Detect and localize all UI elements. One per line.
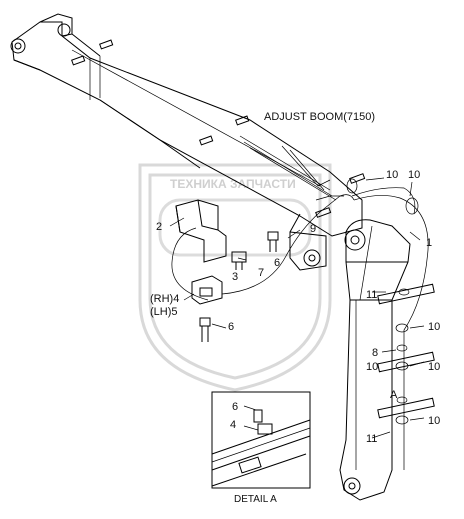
detail-caption: DETAIL A bbox=[234, 494, 277, 505]
boom-foot bbox=[289, 213, 327, 271]
callout-10-top-right: 10 bbox=[408, 169, 420, 181]
boom bbox=[10, 13, 363, 237]
bolt-6-lower bbox=[199, 317, 211, 342]
callout-8: 8 bbox=[372, 347, 378, 359]
joint-brackets bbox=[315, 173, 366, 218]
callout-11-upper: 11 bbox=[366, 289, 377, 301]
callout-10-mid1: 10 bbox=[428, 321, 440, 333]
callout-6-upper: 6 bbox=[274, 257, 280, 269]
bolt-6-upper bbox=[267, 231, 279, 252]
detail-callout-6: 6 bbox=[232, 401, 238, 413]
callout-10-top-left: 10 bbox=[386, 169, 398, 181]
callout-7: 7 bbox=[258, 267, 264, 279]
callout-3: 3 bbox=[232, 271, 238, 283]
callout-10-mid3: 10 bbox=[428, 361, 440, 373]
bracket-2 bbox=[175, 199, 227, 263]
callout-9: 9 bbox=[310, 223, 316, 235]
harness-1 bbox=[171, 178, 429, 470]
clamp-4-5 bbox=[191, 275, 223, 305]
callout-11-lower: 11 bbox=[366, 433, 377, 445]
detail-ref-a: A bbox=[390, 389, 398, 401]
detail-a-box bbox=[211, 391, 311, 489]
title-label: ADJUST BOOM(7150) bbox=[264, 111, 375, 123]
callout-2: 2 bbox=[156, 221, 162, 233]
watermark-text: ТЕХНИКА ЗАПЧАСТИ bbox=[170, 177, 296, 191]
detail-callout-4: 4 bbox=[230, 419, 236, 431]
callout-4-rh: (RH)4 bbox=[150, 293, 179, 305]
callout-10-mid2: 10 bbox=[366, 361, 378, 373]
watermark-shield: ТЕХНИКА ЗАПЧАСТИ bbox=[138, 163, 332, 392]
callout-5-lh: (LH)5 bbox=[150, 306, 178, 318]
arm bbox=[339, 219, 435, 501]
callout-1: 1 bbox=[426, 237, 432, 249]
callout-6-lower: 6 bbox=[228, 321, 234, 333]
callout-10-lower: 10 bbox=[428, 415, 440, 427]
bolt-7 bbox=[231, 251, 247, 270]
leader-lines bbox=[169, 177, 425, 439]
